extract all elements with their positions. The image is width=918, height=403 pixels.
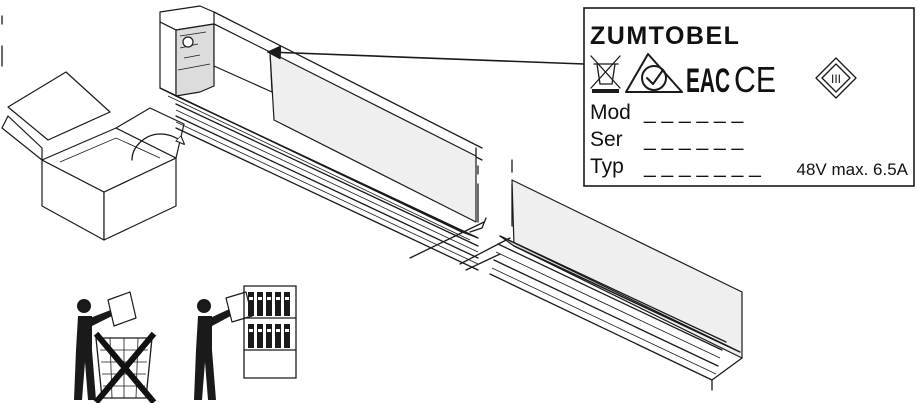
weee-crossed-bin-icon xyxy=(590,55,621,93)
binders-top xyxy=(248,292,290,316)
rating-label: ZUMTOBEL EAC CE III Mod _ _ _ _ _ _ Ser … xyxy=(583,7,915,187)
eac-mark: EAC xyxy=(686,62,730,100)
keep-documents-person-icon xyxy=(194,285,297,400)
rcm-check-mark-icon xyxy=(625,53,683,93)
profile-rail-continued xyxy=(459,159,743,391)
field-typ-value: _ _ _ _ _ _ _ xyxy=(643,155,761,178)
class-3-icon: III xyxy=(815,57,857,99)
open-box-icon xyxy=(1,71,185,241)
no-disposal-person-icon xyxy=(74,291,157,403)
ce-mark: CE xyxy=(734,59,776,100)
unpack-arrow-icon xyxy=(131,133,184,161)
field-rating: 48V max. 6.5A xyxy=(796,160,908,179)
field-mod-name: Mod xyxy=(590,101,631,124)
binders-bottom xyxy=(248,324,290,348)
field-typ-name: Typ xyxy=(590,155,624,178)
field-mod-value: _ _ _ _ _ _ xyxy=(643,101,744,124)
label-pointer-arrow xyxy=(266,45,585,65)
field-ser-value: _ _ _ _ _ _ xyxy=(643,128,744,151)
field-ser-name: Ser xyxy=(590,128,623,151)
profile-rail xyxy=(159,5,487,271)
class-3-text: III xyxy=(831,72,841,86)
label-brand: ZUMTOBEL xyxy=(590,22,740,50)
